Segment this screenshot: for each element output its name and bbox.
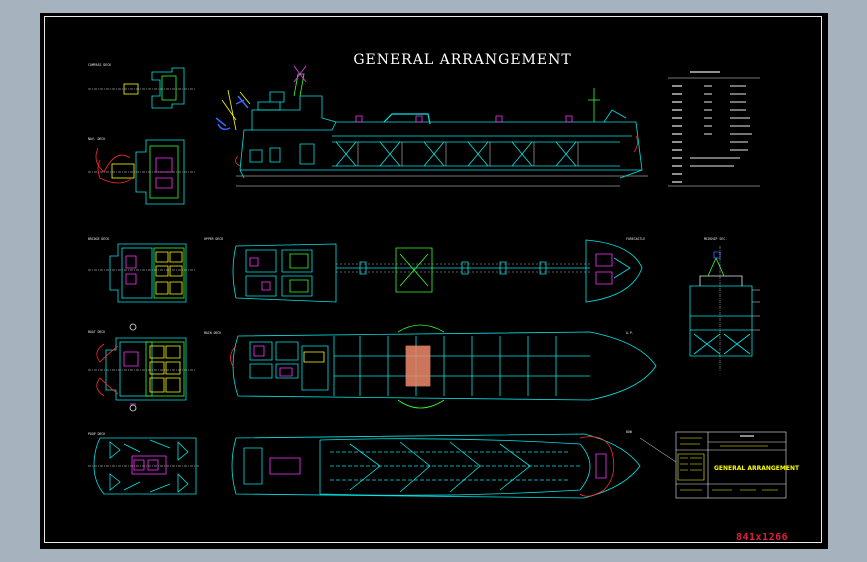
compass-deck-view: COMPASS DECK: [88, 63, 196, 109]
drawing-number: 841x1266: [736, 532, 789, 543]
poop-deck-view: POOP DECK: [88, 432, 200, 495]
svg-text:MIDSHIP SEC.: MIDSHIP SEC.: [704, 237, 727, 241]
svg-text:MAIN DECK: MAIN DECK: [204, 331, 221, 335]
ship-profile-view: [215, 65, 648, 187]
svg-text:A.P.: A.P.: [626, 331, 634, 335]
svg-text:FORECASTLE: FORECASTLE: [626, 237, 645, 241]
drawing-border: [44, 16, 822, 543]
upper-deck-plan: UPPER DECK FORECASTLE: [204, 237, 645, 303]
navigation-deck-view: NAV. DECK: [88, 137, 196, 205]
svg-text:COMPASS DECK: COMPASS DECK: [88, 63, 111, 67]
svg-text:POOP DECK: POOP DECK: [88, 432, 105, 436]
svg-text:BOAT DECK: BOAT DECK: [88, 330, 105, 334]
title-block-title: GENERAL ARRANGEMENT: [714, 465, 800, 472]
principal-particulars-table: [668, 71, 760, 187]
midship-section: MIDSHIP SEC.: [689, 237, 760, 372]
svg-text:BRIDGE DECK: BRIDGE DECK: [88, 237, 109, 241]
drawing-title: GENERAL ARRANGEMENT: [353, 52, 572, 68]
svg-text:UPPER DECK: UPPER DECK: [204, 237, 223, 241]
title-block: [639, 431, 787, 499]
drawing-sheet: [40, 13, 828, 549]
svg-text:BOW: BOW: [626, 430, 632, 434]
boat-deck-view: BOAT DECK: [88, 323, 196, 412]
bridge-deck-view: BRIDGE DECK: [88, 237, 196, 303]
svg-text:NAV. DECK: NAV. DECK: [88, 137, 105, 141]
double-bottom-plan: BOW: [231, 430, 641, 499]
main-deck-plan: MAIN DECK A.P.: [204, 324, 657, 409]
